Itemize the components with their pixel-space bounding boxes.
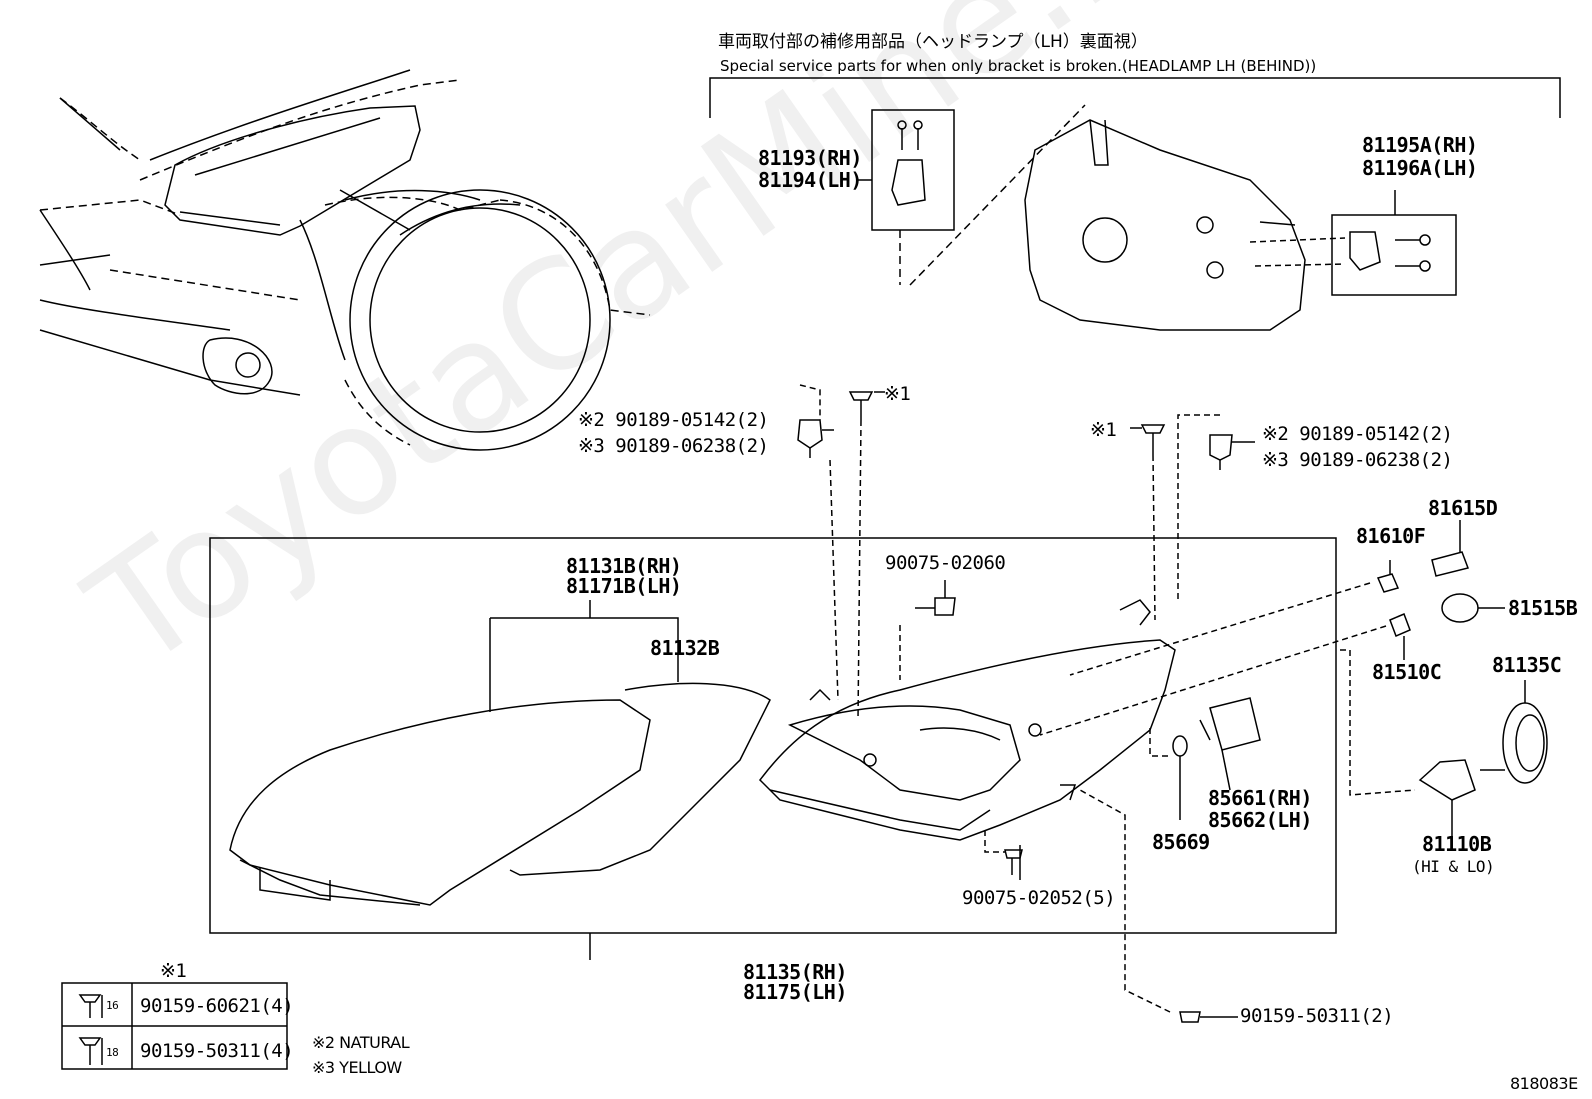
label-81175: 81175(LH) (743, 980, 847, 1004)
bolt-90159-50311 (1079, 789, 1238, 1023)
label-90075-02060: 90075-02060 (885, 552, 1006, 574)
label-81110B-note: (HI & LO) (1412, 857, 1495, 876)
screw-90075-02052 (984, 830, 1023, 880)
legend-note2: ※2 NATURAL (312, 1033, 410, 1052)
screw-right (1130, 424, 1166, 621)
label-81171B: 81171B(LH) (566, 574, 682, 598)
label-90159-50311: 90159-50311(2) (1240, 1005, 1394, 1027)
header-title-en: Special service parts for when only brac… (720, 57, 1317, 75)
legend-row1-part: 90159-60621(4) (140, 995, 294, 1017)
socket-81515B (1441, 593, 1505, 623)
legend-header: ※1 (160, 960, 187, 982)
socket-81135C (1502, 680, 1548, 784)
legend-row2-length: 18 (106, 1046, 119, 1059)
lens-81131B (229, 600, 679, 906)
legend-table (61, 982, 288, 1070)
bulb-81610F (1069, 560, 1400, 676)
label-left-note2: ※2 90189-05142(2) (578, 409, 769, 431)
label-81135C: 81135C (1492, 653, 1562, 677)
label-left-note3: ※3 90189-06238(2) (578, 435, 769, 457)
label-81194: 81194(LH) (758, 168, 862, 192)
bulb-81110B (1340, 649, 1505, 850)
screw-left (848, 391, 885, 721)
header-bracket (709, 77, 1561, 118)
label-85669: 85669 (1152, 830, 1210, 854)
clip-left (797, 384, 839, 701)
label-left-mark1: ※1 (884, 383, 911, 405)
clip-right (1177, 414, 1255, 600)
label-81131B: 81131B(RH) (566, 554, 682, 578)
label-90075-02052: 90075-02052(5) (962, 887, 1116, 909)
label-81135: 81135(RH) (743, 960, 847, 984)
legend-row1-length: 16 (106, 999, 119, 1012)
headlamp-rear-view (1024, 119, 1346, 331)
label-right-note3: ※3 90189-06238(2) (1262, 449, 1453, 471)
headlamp-assembly (759, 599, 1176, 841)
car-front-illustration (39, 69, 651, 451)
label-81610F: 81610F (1356, 524, 1426, 548)
label-right-mark1: ※1 (1090, 419, 1117, 441)
oring-85669 (1149, 728, 1188, 820)
bracket-box-81193 (858, 104, 1086, 286)
label-85661: 85661(RH) (1208, 786, 1312, 810)
legend-note3: ※3 YELLOW (312, 1058, 402, 1077)
legend-row2-part: 90159-50311(4) (140, 1040, 294, 1062)
header-title-jp: 車両取付部の補修用部品（ヘッドランプ（LH）裏面視） (718, 32, 1148, 52)
gasket-81132B (509, 682, 771, 876)
label-81132B: 81132B (650, 636, 720, 660)
screw-90075-02060 (899, 580, 956, 680)
label-81110B: 81110B (1422, 832, 1492, 856)
bracket-box-81195 (1331, 190, 1457, 296)
label-81195A: 81195A(RH) (1362, 133, 1478, 157)
label-81510C: 81510C (1372, 660, 1442, 684)
label-85662: 85662(LH) (1208, 808, 1312, 832)
label-right-note2: ※2 90189-05142(2) (1262, 423, 1453, 445)
label-81515B: 81515B (1508, 596, 1578, 620)
label-81193: 81193(RH) (758, 146, 862, 170)
label-81196A: 81196A(LH) (1362, 156, 1478, 180)
diagram-code: 818083E (1510, 1074, 1578, 1093)
main-assembly-box (209, 537, 1337, 934)
actuator-85661 (1199, 697, 1261, 791)
bulb-81615D (1431, 520, 1469, 577)
label-81615D: 81615D (1428, 496, 1498, 520)
bulb-81510C (1039, 613, 1411, 736)
